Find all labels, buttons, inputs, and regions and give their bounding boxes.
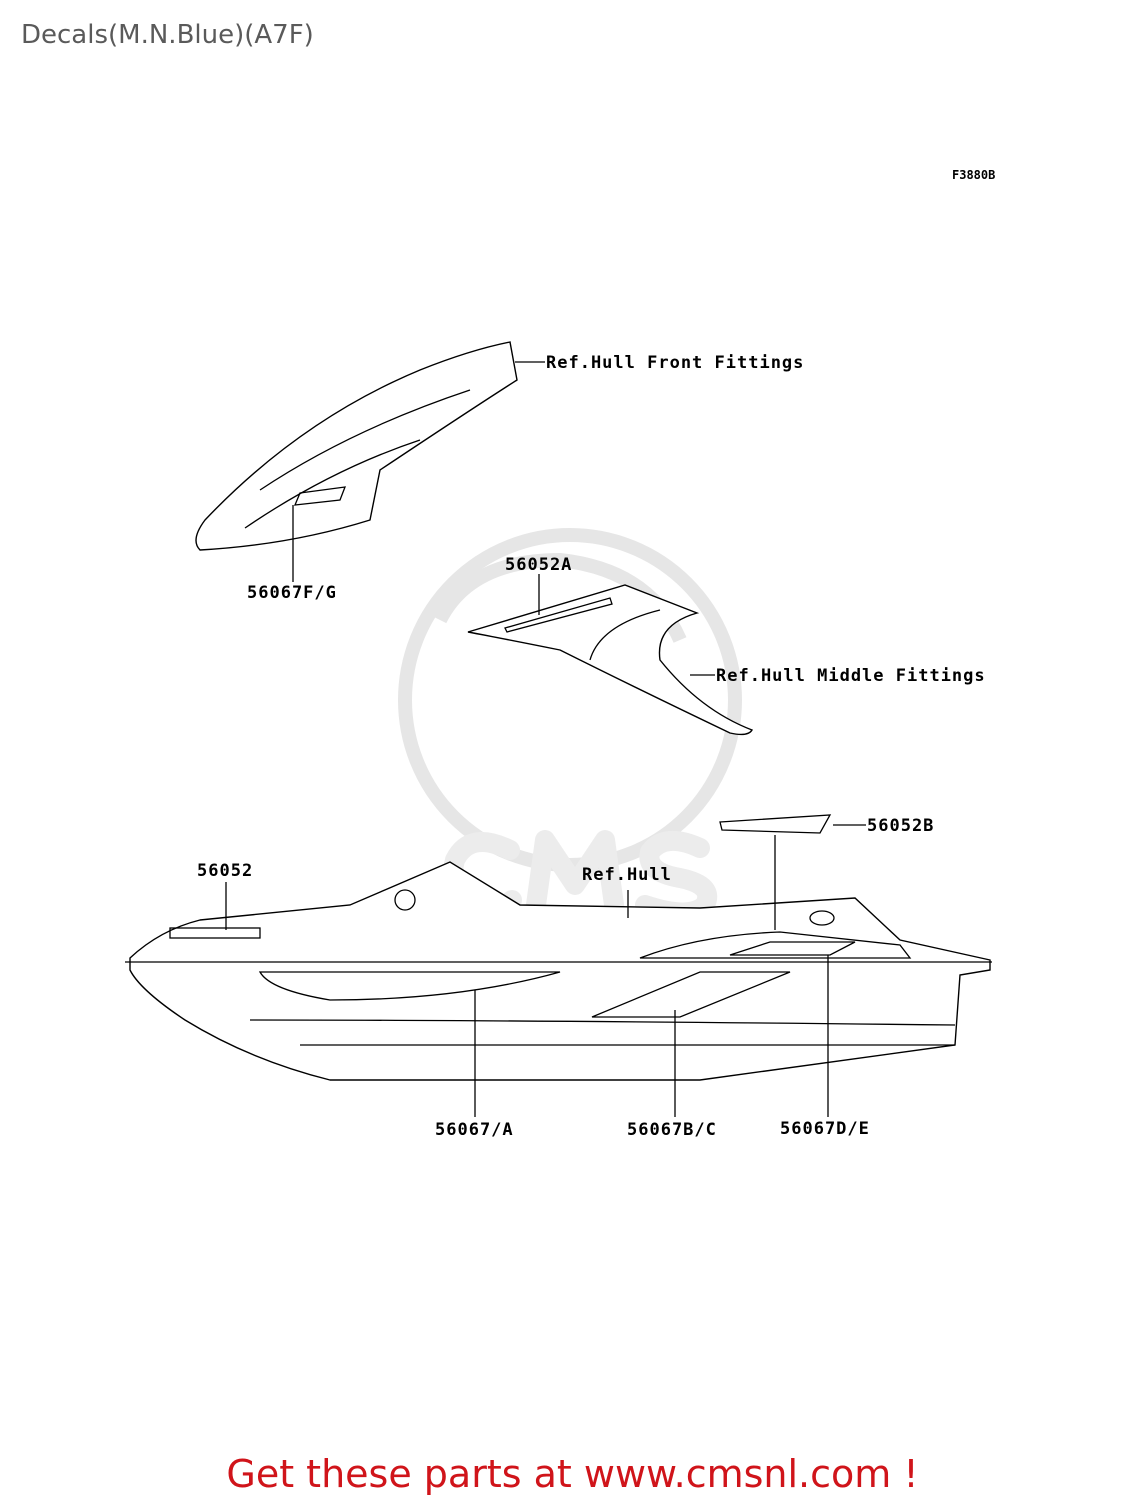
hull-middle-fitting-drawing: [467, 584, 754, 736]
callout-56052a[interactable]: 56052A: [505, 555, 572, 575]
callout-ref-hull-front-fittings[interactable]: Ref.Hull Front Fittings: [546, 353, 804, 373]
callout-ref-hull[interactable]: Ref.Hull: [582, 865, 672, 885]
cmsnl-parts-link[interactable]: Get these parts at www.cmsnl.com !: [226, 1452, 919, 1496]
callout-ref-hull-middle-fittings[interactable]: Ref.Hull Middle Fittings: [716, 666, 986, 686]
page-title: Decals(M.N.Blue)(A7F): [21, 20, 314, 50]
cmsnl-watermark: [398, 528, 742, 923]
figure-code: F3880B: [952, 168, 995, 182]
callout-56067bc[interactable]: 56067B/C: [627, 1120, 717, 1140]
callout-56067de[interactable]: 56067D/E: [780, 1119, 870, 1139]
callout-56067a[interactable]: 56067/A: [435, 1120, 514, 1140]
hull-front-fitting-drawing: [195, 341, 518, 551]
callout-56067fg[interactable]: 56067F/G: [247, 583, 337, 603]
callout-56052[interactable]: 56052: [197, 861, 253, 881]
callout-56052b[interactable]: 56052B: [867, 816, 934, 836]
